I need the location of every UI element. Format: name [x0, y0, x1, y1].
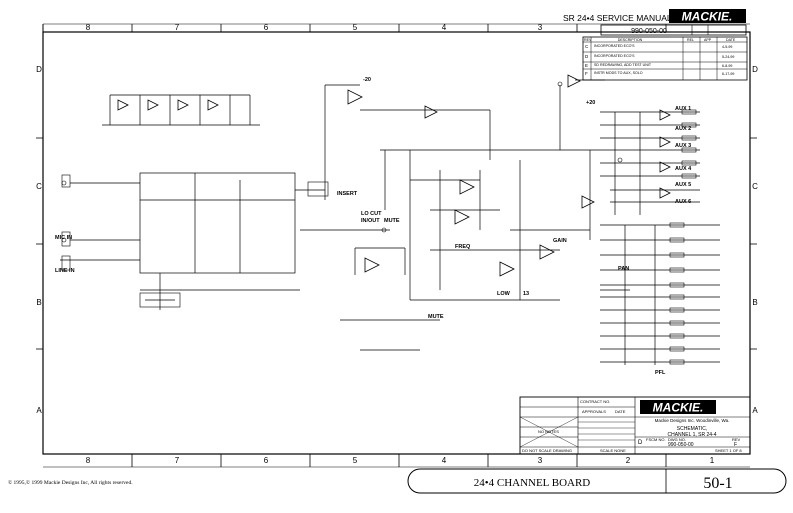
grid-ticks [36, 24, 757, 467]
rev-row-1-desc: INCORPORATED ECO'S [594, 54, 635, 58]
page-number: 50-1 [703, 475, 732, 492]
grid-col-top-4: 4 [442, 23, 447, 32]
grid-col-top-8: 8 [86, 23, 91, 32]
grid-col-bottom-5: 5 [353, 456, 358, 465]
revision-block: REV DESCRIPTION REL APP DATE C INCORPORA… [582, 36, 748, 81]
label-aux-2: AUX 2 [675, 126, 691, 132]
title-fscm: FSCM NO. [646, 437, 666, 442]
grid-col-bottom-2: 2 [626, 456, 631, 465]
label-line-in: LINE IN [55, 268, 75, 274]
rev-header-rel: REL [687, 38, 694, 42]
grid-row-left-a: A [36, 406, 42, 415]
title-no-notes: NO NOTES [538, 429, 559, 434]
title-approvals: APPROVALS [582, 409, 606, 414]
grid-col-bottom-8: 8 [86, 456, 91, 465]
grid-row-right-c: C [752, 182, 758, 191]
label-minus-20: -20 [363, 77, 371, 83]
title-company: Mackie Designs Inc. Woodinville, Wa. [655, 418, 730, 423]
grid-row-left-c: C [36, 182, 42, 191]
label-13: 13 [523, 291, 529, 297]
schematic-wiring [60, 79, 720, 365]
rev-header-app: APP [704, 38, 712, 42]
title-size: D [638, 440, 643, 446]
label-aux-3: AUX 3 [675, 143, 691, 149]
label-in-out: IN/OUT [361, 218, 380, 224]
grid-col-bottom-3: 3 [538, 456, 543, 465]
title-block-logo: MACKIE. [653, 401, 704, 415]
copyright: © 1995,© 1999 Mackie Designs Inc, All ri… [8, 479, 133, 486]
label-mute-2: MUTE [428, 314, 444, 320]
grid-col-bottom-1: 1 [710, 456, 715, 465]
grid-row-left-d: D [36, 65, 42, 74]
rev-row-1-date: 5-24-99 [722, 55, 734, 59]
rev-row-1-rev: D [585, 54, 589, 59]
grid-col-top-6: 6 [264, 23, 269, 32]
title-rev: F [734, 442, 737, 448]
rev-row-3-date: 6-17-99 [722, 72, 734, 76]
rev-row-3-desc: INSTR MODS TO AUX, SOLO [594, 71, 643, 75]
grid-col-bottom-6: 6 [264, 456, 269, 465]
component-symbols [61, 81, 697, 365]
manual-title: SR 24•4 SERVICE MANUAL [563, 13, 672, 23]
mackie-logo-text: MACKIE. [682, 10, 733, 24]
rev-row-0-rev: C [585, 44, 589, 49]
grid-row-right-a: A [752, 406, 758, 415]
rev-row-3-rev: F [585, 71, 588, 76]
label-mute-1: MUTE [384, 218, 400, 224]
label-insert: INSERT [337, 191, 358, 197]
mackie-logo [669, 9, 746, 23]
title-dwg-no: 990-050-00 [668, 442, 694, 448]
grid-row-right-d: D [752, 65, 758, 74]
label-mic-in: MIC IN [55, 235, 72, 241]
title-contract-no: CONTRACT NO. [580, 399, 610, 404]
grid-row-right-b: B [752, 298, 757, 307]
rev-row-0-desc: INCORPORATED ECO'S [594, 44, 635, 48]
label-plus-20: +20 [586, 100, 595, 106]
rev-row-2-desc: SD REDRAWING, ADD TEST UNIT [594, 63, 652, 67]
label-gain: GAIN [553, 238, 567, 244]
title-dwg-no-label: DWG NO. [668, 437, 686, 442]
title-line-2: CHANNEL 1, SR 24-4 [668, 432, 717, 438]
label-aux-5: AUX 5 [675, 182, 691, 188]
grid-row-left-b: B [36, 298, 41, 307]
grid-col-top-3: 3 [538, 23, 543, 32]
label-lo-cut: LO CUT [361, 211, 382, 217]
title-rev-label: REV [732, 437, 741, 442]
board-name: 24•4 CHANNEL BOARD [474, 477, 591, 489]
title-line-1: SCHEMATIC, [677, 426, 707, 432]
rev-header-desc: DESCRIPTION [618, 38, 643, 42]
label-pfl: PFL [655, 370, 666, 376]
label-aux-4: AUX 4 [675, 166, 692, 172]
rev-row-2-rev: E [585, 63, 588, 68]
title-block: MACKIE. CONTRACT NO. APPROVALS DATE Mack… [519, 396, 751, 455]
grid-col-top-7: 7 [175, 23, 180, 32]
label-freq: FREQ [455, 244, 471, 250]
title-sheet: SHEET 1 OF 8 [715, 448, 742, 453]
grid-col-bottom-7: 7 [175, 456, 180, 465]
op-amp-symbols [117, 74, 671, 277]
title-do-not-scale: DO NOT SCALE DRAWING [522, 448, 572, 453]
grid-col-bottom-4: 4 [442, 456, 447, 465]
label-low: LOW [497, 291, 511, 297]
rev-row-2-date: 6-8-99 [722, 64, 732, 68]
footer-pill [407, 468, 787, 494]
label-aux-1: AUX 1 [675, 106, 691, 112]
rev-header-rev: REV [584, 38, 592, 42]
label-aux-6: AUX 6 [675, 199, 691, 205]
rev-row-0-date: 4-5-99 [722, 45, 732, 49]
grid-col-top-5: 5 [353, 23, 358, 32]
rev-header-date: DATE [726, 38, 736, 42]
label-pan: PAN [618, 266, 629, 272]
title-scale: SCALE NONE [600, 448, 626, 453]
title-date: DATE [615, 409, 626, 414]
part-number: 990-050-00 [631, 28, 667, 35]
